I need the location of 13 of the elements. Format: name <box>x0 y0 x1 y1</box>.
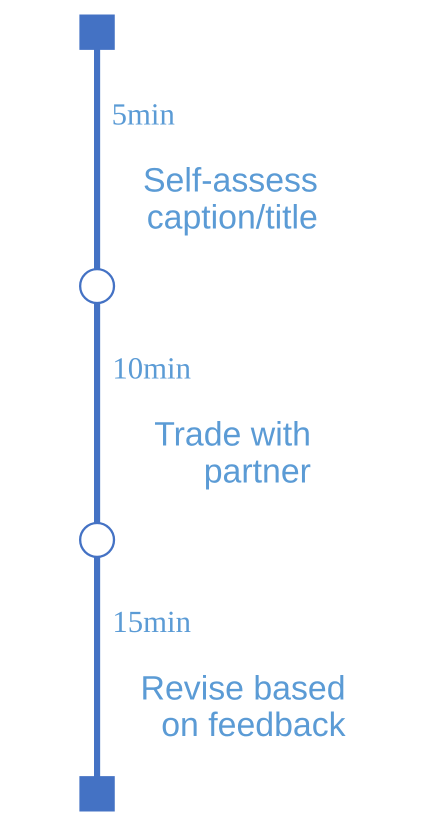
connector <box>94 49 100 269</box>
label: Revise based on feedback <box>140 669 346 744</box>
node-circle <box>78 522 115 558</box>
node-box <box>78 14 114 50</box>
connector <box>94 557 100 777</box>
label: Self-assess caption/title <box>142 162 318 237</box>
edge-label: 15min <box>112 605 190 640</box>
connector <box>94 303 100 523</box>
node-circle <box>78 268 115 304</box>
label: Trade with partner <box>154 415 310 490</box>
node-box <box>78 776 114 812</box>
edge-label: 10min <box>112 351 190 386</box>
edge-label: 5min <box>111 98 174 132</box>
